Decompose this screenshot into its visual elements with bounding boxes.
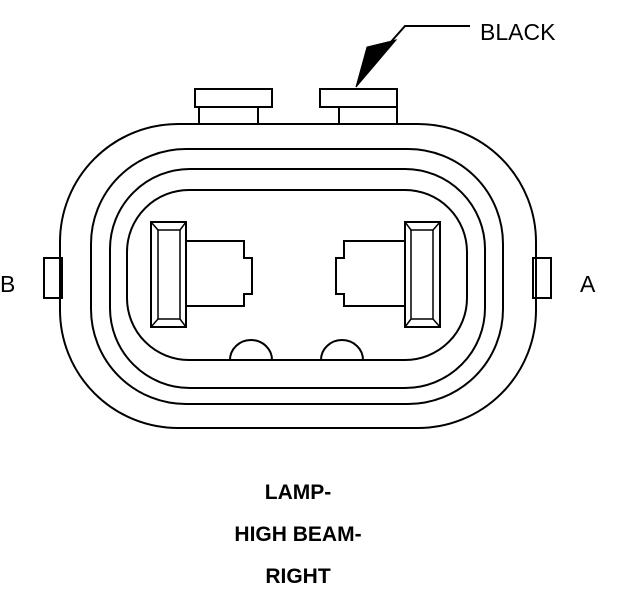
wire-color-label: BLACK <box>480 19 556 45</box>
side-tab-right <box>532 257 552 299</box>
terminal-b <box>150 221 253 328</box>
pin-label-b: B <box>0 271 15 297</box>
housing-ring-2 <box>90 148 504 405</box>
key-bump-left <box>229 339 273 361</box>
housing-ring-3 <box>109 168 486 389</box>
top-latch-right <box>319 88 398 125</box>
terminal-a <box>335 221 441 328</box>
caption-line-1: LAMP- <box>265 481 332 504</box>
pin-label-a: A <box>580 271 596 297</box>
wire-color-leader-arrow <box>355 25 470 88</box>
housing-outer <box>59 123 537 429</box>
side-tab-left <box>43 257 63 299</box>
housing-cavity <box>126 189 468 361</box>
top-latch-left <box>194 88 273 125</box>
caption-line-3: RIGHT <box>265 565 331 588</box>
caption-line-2: HIGH BEAM- <box>234 523 361 546</box>
key-bump-right <box>320 339 364 361</box>
